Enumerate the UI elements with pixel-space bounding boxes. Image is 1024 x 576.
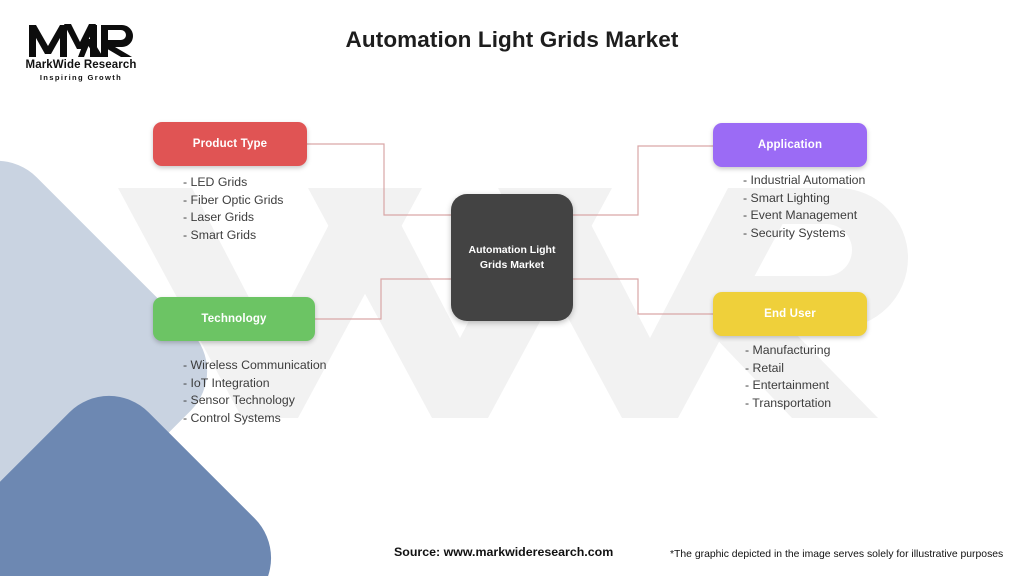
footer-disclaimer: *The graphic depicted in the image serve… (670, 549, 1004, 560)
items-application: - Industrial Automation - Smart Lighting… (743, 172, 865, 243)
node-technology[interactable]: Technology (153, 297, 315, 341)
list-item: - Transportation (745, 396, 832, 411)
list-item: - Fiber Optic Grids (183, 192, 284, 207)
list-item: - Security Systems (743, 226, 846, 241)
center-node-line: Grids Market (479, 258, 545, 271)
brand-name: MarkWide Research (25, 59, 137, 71)
list-item: - Smart Lighting (743, 190, 830, 205)
brand-logo: MarkWide Research Inspiring Growth (16, 20, 146, 92)
node-end-user[interactable]: End User (713, 292, 867, 336)
node-application-label: Application (757, 139, 823, 151)
list-item: - Control Systems (183, 411, 281, 426)
list-item: - Industrial Automation (743, 173, 866, 187)
center-node-line: Automation Light (468, 244, 556, 257)
node-technology-label: Technology (201, 313, 267, 325)
node-product-type[interactable]: Product Type (153, 122, 307, 166)
list-item: - Event Management (743, 208, 858, 223)
list-item: - Entertainment (745, 378, 830, 393)
list-item: - Laser Grids (183, 210, 255, 225)
list-item: - IoT Integration (183, 375, 270, 390)
mwr-monogram-icon (29, 24, 133, 57)
list-item: - Manufacturing (745, 343, 831, 357)
items-product-type: - LED Grids - Fiber Optic Grids - Laser … (183, 174, 283, 245)
brand-tagline: Inspiring Growth (39, 73, 123, 82)
items-technology: - Wireless Communication - IoT Integrati… (183, 357, 327, 428)
list-item: - Sensor Technology (183, 393, 295, 408)
items-end-user: - Manufacturing - Retail - Entertainment… (745, 342, 831, 413)
list-item: - Retail (745, 360, 784, 375)
node-end-user-label: End User (764, 308, 816, 320)
list-item: - Wireless Communication (183, 358, 327, 372)
node-application[interactable]: Application (713, 123, 867, 167)
page-title: Automation Light Grids Market (345, 27, 679, 52)
list-item: - LED Grids (183, 175, 248, 189)
list-item: - Smart Grids (183, 228, 257, 243)
node-product-type-label: Product Type (192, 138, 268, 150)
footer-source: Source: www.markwideresearch.com (394, 545, 614, 559)
